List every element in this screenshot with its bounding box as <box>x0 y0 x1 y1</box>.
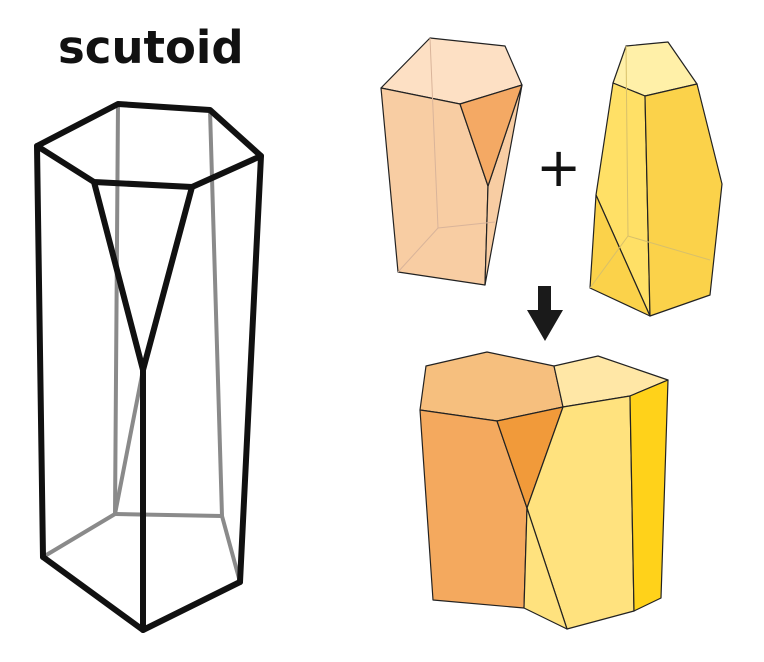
wireframe-hidden-edges <box>41 368 145 559</box>
peach-prism <box>380 37 523 286</box>
diagram-title: scutoid <box>58 21 244 74</box>
combined-scutoid-pair <box>419 351 669 630</box>
wireframe-edge-right <box>237 153 264 585</box>
yellow-prism-hidden-edge-bottom <box>627 235 711 261</box>
combined-gold-lower-face <box>523 507 568 630</box>
wireframe-triangle-face <box>91 179 195 373</box>
down-arrow-head <box>527 310 563 341</box>
plus-symbol: + <box>536 136 581 199</box>
wireframe-hidden-edge-bottom-back <box>113 512 242 584</box>
yellow-prism-lower-left-face <box>589 194 651 317</box>
combined-gold-right-face <box>629 379 669 612</box>
down-arrow-icon <box>527 286 563 341</box>
yellow-prism <box>589 41 723 317</box>
wireframe-top-hexagon <box>34 101 264 190</box>
yellow-prism-right-face <box>644 83 723 317</box>
peach-prism-hidden-edge-bottom <box>437 221 496 229</box>
scutoid-wireframe <box>34 101 264 633</box>
wireframe-edge-left <box>34 143 46 560</box>
peach-prism-triangle-face <box>459 84 523 187</box>
down-arrow-shaft <box>538 286 551 312</box>
wireframe-hidden-edge-back-left <box>113 102 120 516</box>
combined-orange-top-face <box>419 351 564 422</box>
combined-gold-front-face <box>526 395 635 630</box>
wireframe-hidden-edge-back-right <box>208 108 224 518</box>
wireframe-bottom-front <box>40 554 243 633</box>
